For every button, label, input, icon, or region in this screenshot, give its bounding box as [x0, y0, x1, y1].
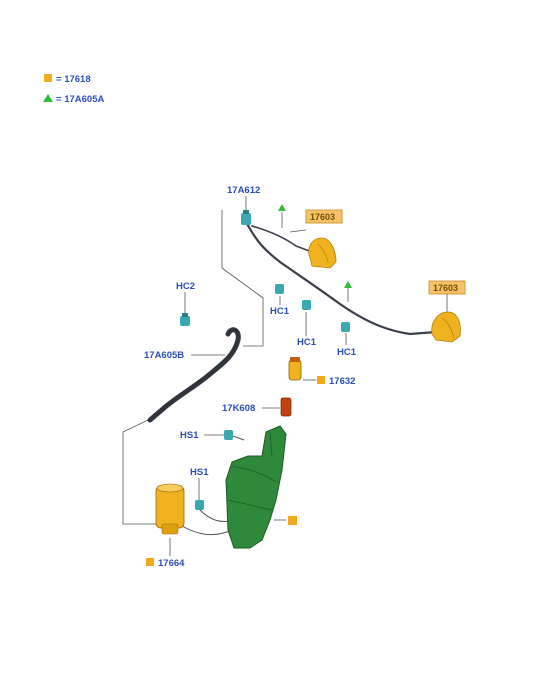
main-hose: [147, 327, 241, 423]
leader-lines: [122, 196, 349, 556]
clip-hc1-a: HC1: [270, 284, 290, 317]
upper-hose-branch: [251, 225, 313, 253]
label-17k608: 17K608: [222, 403, 255, 414]
clip-hs1-a: HS1: [180, 430, 245, 441]
hose-connector-17a612: 17A612: [227, 185, 260, 225]
label-hc1-a: HC1: [270, 306, 290, 317]
label-hs1-b: HS1: [190, 467, 209, 478]
label-hc2: HC2: [176, 281, 195, 292]
label-hc1-b: HC1: [297, 337, 317, 348]
label-17a612: 17A612: [227, 185, 260, 196]
legend-prefix-1: =: [56, 74, 62, 85]
clip-hs1-b: HS1: [190, 467, 209, 510]
label-hc1-c: HC1: [337, 347, 357, 358]
legend-green-triangle-icon: [43, 94, 53, 102]
green-triangle-marker-icon: [344, 281, 352, 288]
green-triangle-marker-icon: [278, 204, 286, 211]
svg-text:= 17A605A: = 17A605A: [56, 94, 104, 105]
orange-square-marker-icon: [146, 558, 154, 566]
washer-nozzle-right: 17603: [428, 280, 466, 343]
label-17664: 17664: [158, 558, 185, 569]
reservoir-line: [175, 521, 233, 535]
washer-pump-17664: 17664: [146, 483, 185, 569]
orange-square-marker-icon: [288, 516, 297, 525]
orange-square-marker-icon: [317, 376, 325, 384]
legend-orange-square-icon: [44, 74, 52, 82]
hose-assembly: [147, 220, 438, 535]
label-box-nozzle-left: [305, 209, 343, 224]
svg-text:= 17618: = 17618: [56, 74, 91, 85]
label-17603-left: 17603: [310, 212, 335, 222]
label-hs1-a: HS1: [180, 430, 199, 441]
label-17a605b: 17A605B: [144, 350, 184, 361]
clip-hc1-b: HC1: [297, 300, 317, 348]
clip-hc1-c: HC1: [337, 322, 357, 358]
filler-neck-17k608: 17K608: [222, 397, 292, 417]
filler-cap-17632: 17632: [288, 357, 355, 387]
label-17603-right: 17603: [433, 283, 458, 293]
legend-prefix-2: =: [56, 94, 62, 105]
washer-nozzle-left: 17603: [305, 209, 343, 269]
label-17632: 17632: [329, 376, 355, 387]
clip-hc2: HC2: [176, 281, 195, 326]
legend-code-2: 17A605A: [64, 94, 104, 105]
washer-reservoir: [225, 425, 297, 549]
legend-code-1: 17618: [64, 74, 90, 85]
upper-hose: [244, 220, 438, 336]
legend: = 17618 = 17A605A: [43, 74, 104, 105]
